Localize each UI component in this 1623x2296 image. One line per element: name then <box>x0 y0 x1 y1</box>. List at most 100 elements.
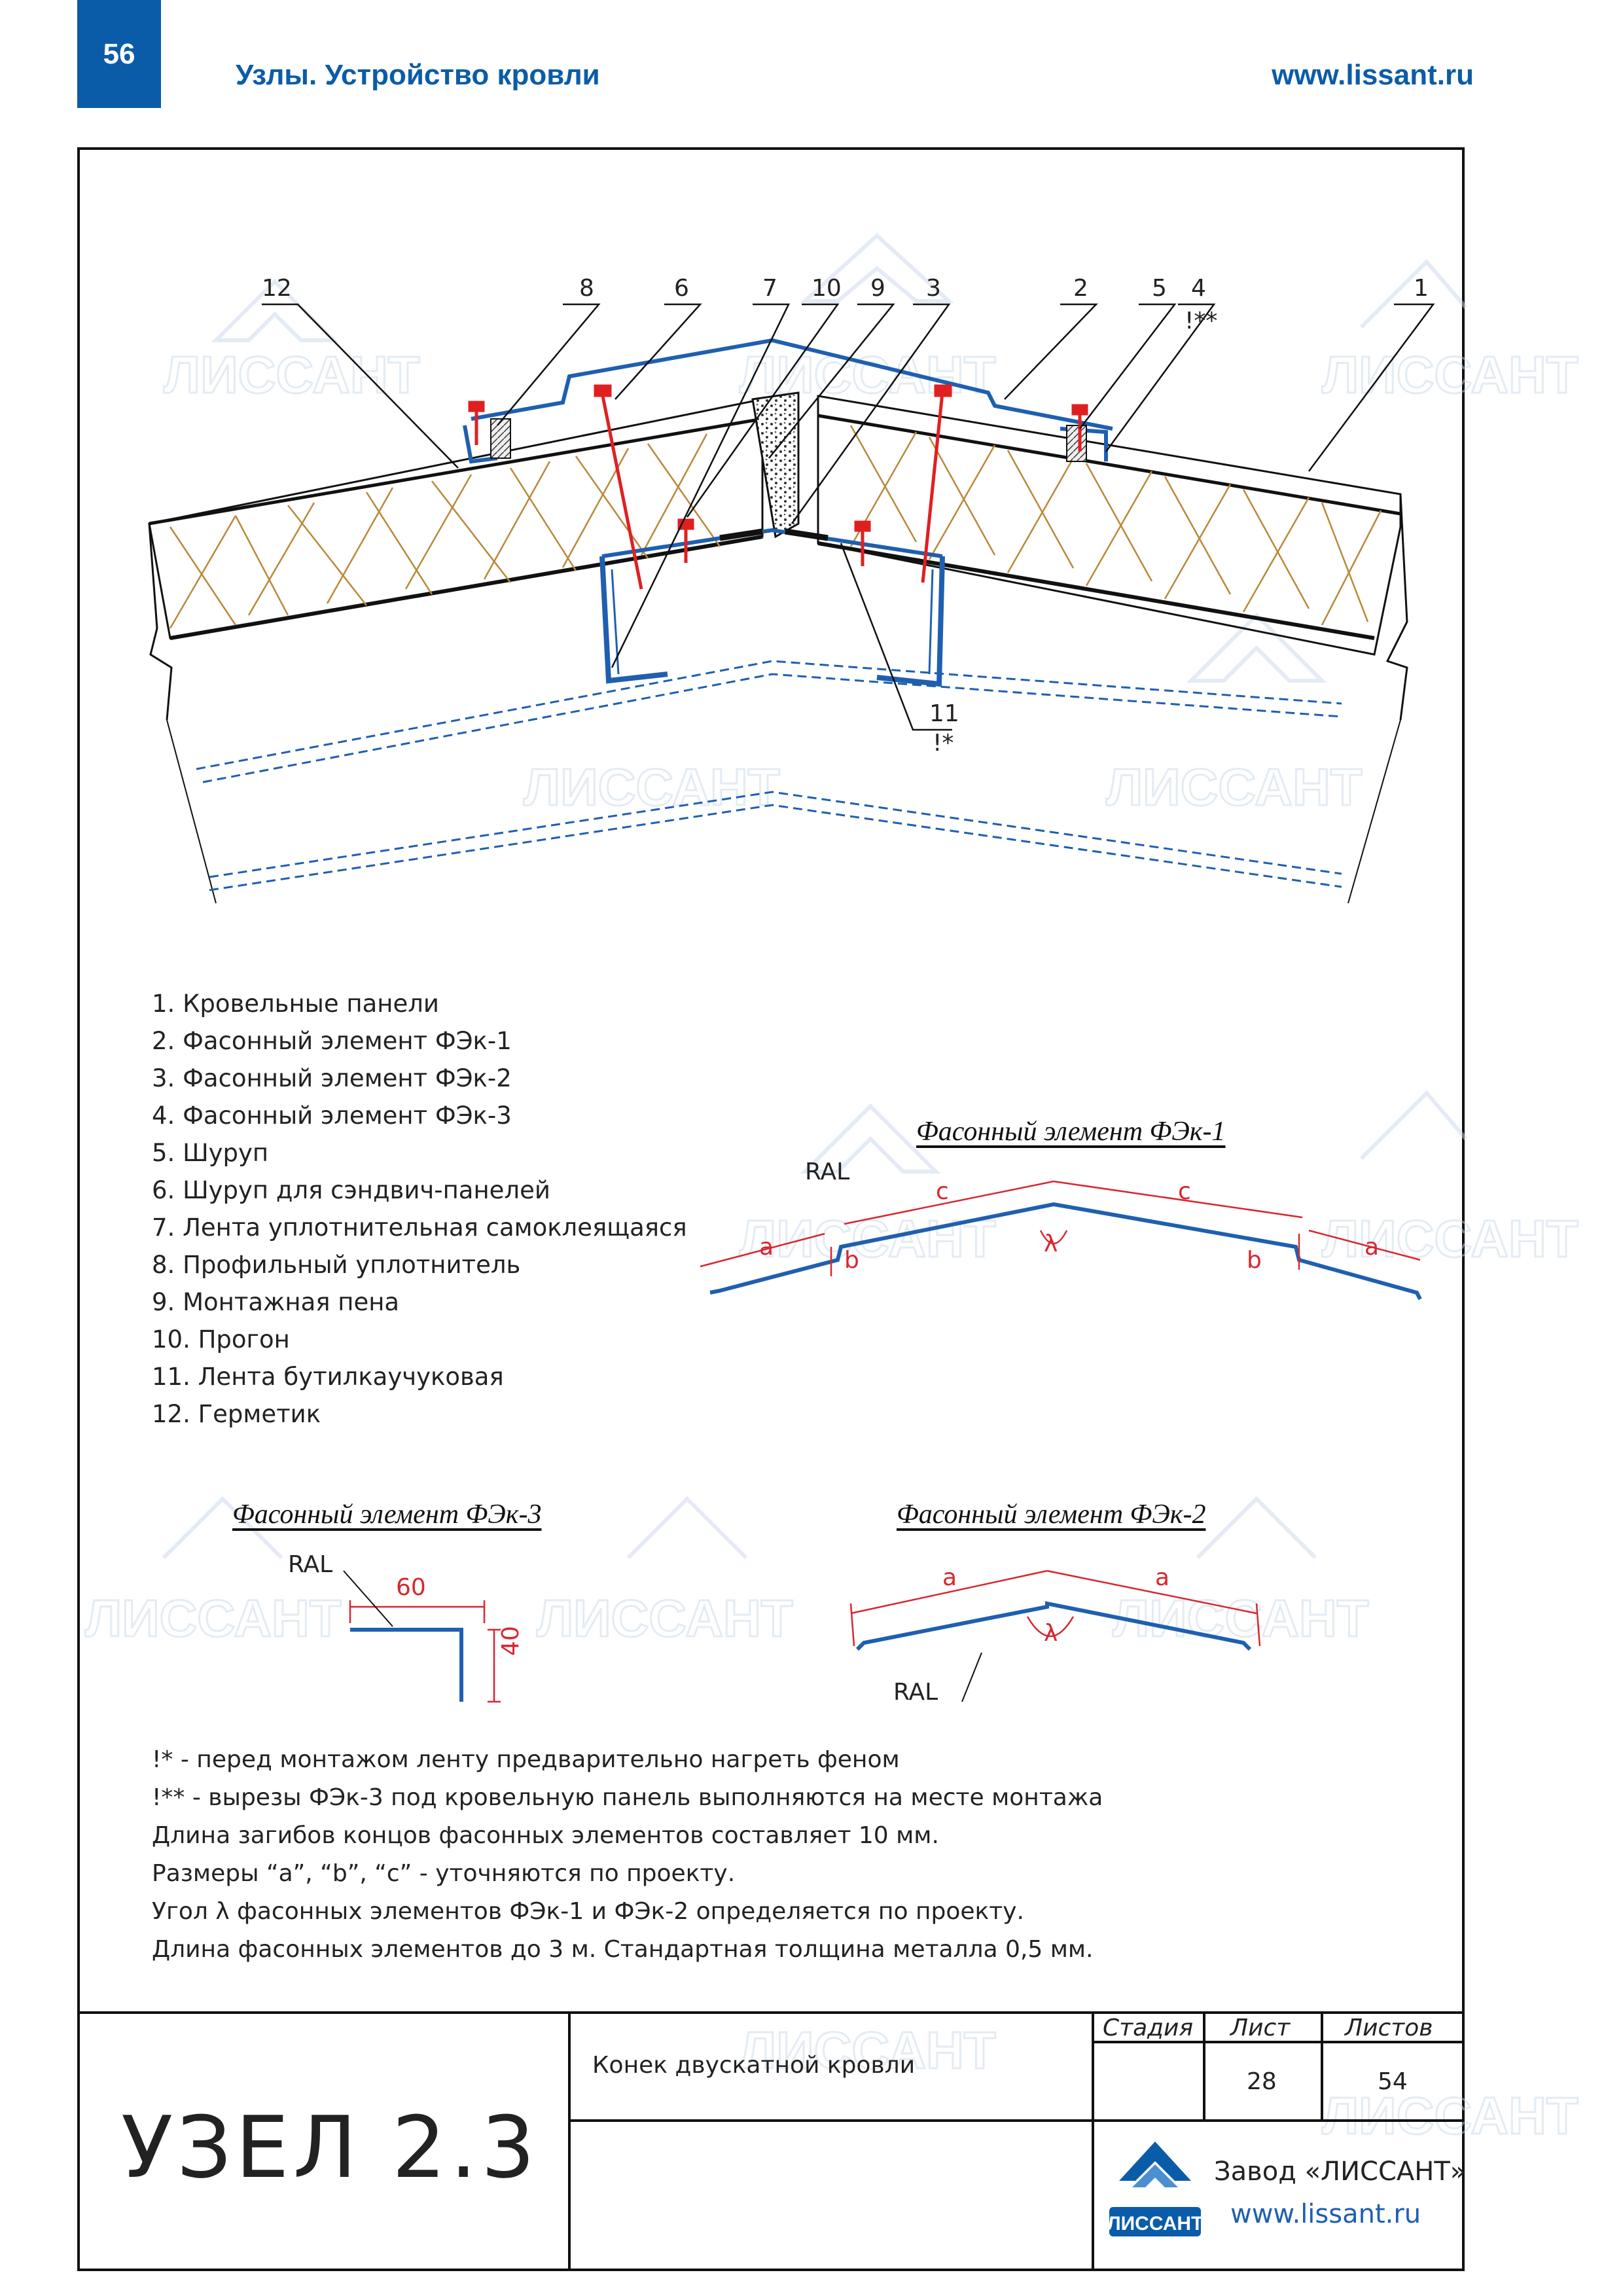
note-line: Длина загибов концов фасонных элементов … <box>152 1822 939 1849</box>
note-line: Длина фасонных элементов до 3 м. Стандар… <box>152 1936 1094 1963</box>
watermark-logo: ЛИССАНТ <box>163 278 421 405</box>
right-roof-panel <box>817 395 1402 656</box>
note-line: Размеры “a”, “b”, “c” - уточняются по пр… <box>152 1860 736 1887</box>
svg-text:ЛИССАНТ: ЛИССАНТ <box>740 1210 996 1268</box>
note-line: !* - перед монтажом ленту предварительно… <box>152 1746 900 1773</box>
callout-10: 10 <box>812 275 842 302</box>
fek2-ral-label: RAL <box>893 1679 938 1706</box>
legend-item: 1. Кровельные панели <box>152 990 439 1018</box>
butyl-tape <box>719 528 829 541</box>
logo-wordmark: ЛИССАНТ <box>1107 2213 1204 2234</box>
callout-11: 11 <box>929 700 959 727</box>
svg-text:ЛИССАНТ: ЛИССАНТ <box>740 2021 996 2079</box>
fek1-dim-b-left: b <box>844 1247 859 1274</box>
fek1-dim-lambda: λ <box>1044 1230 1058 1257</box>
title-block-grid <box>77 2011 1465 2271</box>
legend-item: 11. Лента бутилкаучуковая <box>152 1363 504 1391</box>
profile-seal-right <box>1066 425 1087 462</box>
mounting-foam <box>751 391 800 539</box>
watermark-logo: ЛИССАНТ <box>1321 2086 1580 2146</box>
note-line: !** - вырезы ФЭк-3 под кровельную панель… <box>152 1784 1103 1811</box>
watermark-logo: ЛИССАНТ <box>523 757 781 817</box>
legend-item: 9. Монтажная пена <box>152 1288 400 1316</box>
fek1-dim-a-left: a <box>759 1234 774 1261</box>
watermark-logo: ЛИССАНТ <box>739 2020 997 2081</box>
ridge-element-fek2 <box>601 528 943 558</box>
svg-text:ЛИССАНТ: ЛИССАНТ <box>164 346 420 404</box>
watermark-logo: ЛИССАНТ <box>739 232 997 405</box>
fek2-figure <box>849 1570 1261 1702</box>
fek2-dim-a-left: a <box>942 1564 957 1591</box>
callout-note-marker-a: !* <box>933 730 954 757</box>
legend-item: 6. Шуруп для сэндвич-панелей <box>152 1176 550 1204</box>
note-line: Угол λ фасонных элементов ФЭк-1 и ФЭк-2 … <box>152 1898 1024 1925</box>
left-roof-panel <box>148 398 764 640</box>
leader-lines <box>262 303 1435 731</box>
profile-seal-left <box>490 418 511 459</box>
fek1-dim-b-right: b <box>1247 1247 1262 1274</box>
svg-text:ЛИССАНТ: ЛИССАНТ <box>1322 2087 1578 2145</box>
legend-item: 12. Герметик <box>152 1400 321 1428</box>
callout-9: 9 <box>870 275 885 302</box>
svg-text:ЛИССАНТ: ЛИССАНТ <box>1322 346 1578 404</box>
callout-7: 7 <box>762 275 777 302</box>
callout-12: 12 <box>262 275 292 302</box>
fasteners <box>468 384 1088 590</box>
fek1-ral-label: RAL <box>805 1158 850 1185</box>
callout-8: 8 <box>579 275 594 302</box>
notes-block: !* - перед монтажом ленту предварительно… <box>152 1741 1103 1969</box>
company-site-link[interactable]: www.lissant.ru <box>1230 2199 1421 2229</box>
legend-item: 10. Прогон <box>152 1325 290 1354</box>
page-number: 56 <box>77 0 161 108</box>
fek3-dim-side: 40 <box>497 1626 524 1656</box>
purlin-dashed <box>196 660 1342 891</box>
purlins <box>599 556 945 687</box>
watermark-logos: ЛИССАНТ ЛИССАНТ ЛИССАНТ ЛИССАНТ ЛИССАНТ … <box>84 232 1580 2146</box>
fek2-title: Фасонный элемент ФЭк-2 <box>897 1499 1206 1530</box>
fek3-left <box>463 425 498 464</box>
fek3-dim-top: 60 <box>396 1574 426 1601</box>
watermark-logo: ЛИССАНТ <box>536 1496 794 1649</box>
watermark-logo: ЛИССАНТ <box>1321 1090 1579 1269</box>
fek1-figure <box>700 1180 1422 1300</box>
svg-text:ЛИССАНТ: ЛИССАНТ <box>524 758 780 816</box>
callout-1: 1 <box>1414 275 1429 302</box>
fek2-dim-lambda: λ <box>1044 1620 1058 1647</box>
watermark-logo: ЛИССАНТ <box>1321 259 1579 405</box>
fek3-title: Фасонный элемент ФЭк-3 <box>232 1499 542 1530</box>
ridge-section <box>148 303 1435 904</box>
fek1-dim-a-right: a <box>1364 1234 1380 1261</box>
sheets-label: Листов <box>1345 2015 1433 2041</box>
legend-item: 8. Профильный уплотнитель <box>152 1251 521 1279</box>
fek1-dim-c-right: c <box>1178 1178 1191 1205</box>
fek2-dim-a-right: a <box>1155 1564 1170 1591</box>
fek1-title: Фасонный элемент ФЭк-1 <box>916 1117 1226 1147</box>
legend-item: 5. Шуруп <box>152 1139 269 1167</box>
company-name: Завод «ЛИССАНТ» <box>1214 2157 1467 2187</box>
svg-text:ЛИССАНТ: ЛИССАНТ <box>1106 758 1363 816</box>
callout-3: 3 <box>926 275 941 302</box>
callout-4: 4 <box>1191 275 1206 302</box>
callout-6: 6 <box>674 275 689 302</box>
legend-item: 2. Фасонный элемент ФЭк-1 <box>152 1027 512 1055</box>
sheets-value: 54 <box>1378 2068 1408 2095</box>
section-title: Узлы. Устройство кровли <box>236 59 600 91</box>
callout-2: 2 <box>1073 275 1088 302</box>
header-site-link[interactable]: www.lissant.ru <box>1272 59 1474 91</box>
svg-text:ЛИССАНТ: ЛИССАНТ <box>85 1589 342 1647</box>
ridge-element-fek1 <box>471 338 1113 431</box>
fek1-dim-c-left: c <box>936 1178 949 1205</box>
fek3-ral-label: RAL <box>288 1551 333 1578</box>
right-insulation-hatch <box>849 425 1382 626</box>
drawing-name: Конек двускатной кровли <box>592 2052 916 2079</box>
fek3-figure <box>343 1570 501 1703</box>
left-insulation-hatch <box>169 433 721 629</box>
svg-text:ЛИССАНТ: ЛИССАНТ <box>1322 1210 1578 1268</box>
legend-list: 1. Кровельные панели 2. Фасонный элемент… <box>152 985 687 1433</box>
watermark-logo: ЛИССАНТ <box>84 1496 342 1649</box>
sheet-label: Лист <box>1230 2015 1291 2041</box>
callout-note-marker-b: !** <box>1185 308 1218 334</box>
node-number: УЗЕЛ 2.3 <box>121 2098 539 2197</box>
svg-text:ЛИССАНТ: ЛИССАНТ <box>537 1589 793 1647</box>
